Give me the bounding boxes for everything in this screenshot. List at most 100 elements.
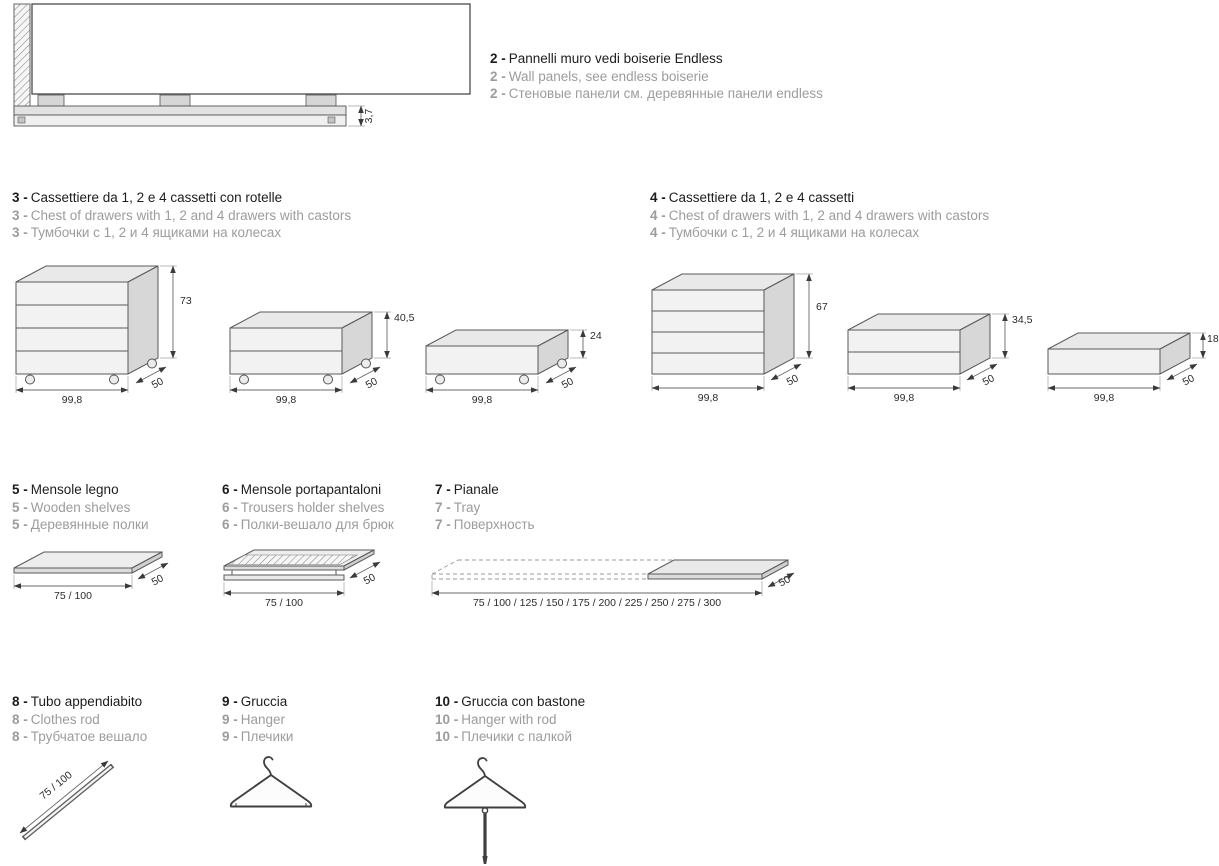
item3-text-en: Chest of drawers with 1, 2 and 4 drawers…	[30, 207, 352, 223]
item4-number-en: 4 -	[650, 207, 666, 223]
item3-caption-en: 3 -Chest of drawers with 1, 2 and 4 draw…	[12, 207, 351, 225]
item6-caption-ru: 6 -Полки-вешало для брюк	[222, 516, 394, 534]
item2-text-it: Pannelli muro vedi boiserie Endless	[508, 51, 723, 66]
item9-caption-ru: 9 -Плечики	[222, 728, 293, 746]
depth-dim-label: 50	[1181, 372, 1197, 388]
item5-number-ru: 5 -	[12, 517, 28, 533]
item7-number-en: 7 -	[435, 499, 451, 515]
item10-caption-ru: 10 -Плечики с палкой	[435, 728, 585, 746]
castors	[239, 358, 371, 385]
item7-caption-ru: 7 -Поверхность	[435, 516, 535, 534]
base-rail	[13, 105, 347, 127]
item4-text-it: Cassettiere da 1, 2 e 4 cassetti	[668, 190, 855, 205]
item6-number-ru: 6 -	[222, 517, 238, 533]
item4-number-it: 4 -	[650, 190, 666, 205]
depth-dim-label: 50	[150, 375, 166, 391]
item3-caption-it: 3 -Cassettiere da 1, 2 e 4 cassetti con …	[12, 189, 351, 207]
height-dim-label: 73	[180, 295, 192, 307]
item5-caption-it: 5 -Mensole legno	[12, 481, 148, 499]
width-dim-label: 99,8	[276, 394, 297, 406]
item4-text-ru: Тумбочки с 1, 2 и 4 ящиками на колесах	[668, 225, 920, 241]
shelf-body	[13, 551, 163, 574]
width-dim-label: 99,8	[698, 392, 719, 404]
item2-caption-en: 2 -Wall panels, see endless boiserie	[490, 68, 823, 86]
depth-dim-label: 50	[364, 375, 380, 391]
dimensions	[13, 562, 169, 589]
item3-number-en: 3 -	[12, 207, 28, 223]
item3-text-ru: Тумбочки с 1, 2 и 4 ящиками на колесах	[30, 225, 282, 241]
item2-caption-ru: 2 -Стеновые панели см. деревянные панели…	[490, 85, 823, 103]
hanger-shape	[443, 757, 527, 814]
chest-1-drawer-castors-drawing: 99,8 50 24	[425, 329, 602, 406]
dimensions	[431, 572, 795, 596]
item2-caption: 2 -Pannelli muro vedi boiserie Endless 2…	[490, 50, 823, 103]
item5-caption: 5 -Mensole legno 5 -Wooden shelves 5 -Де…	[12, 481, 148, 534]
chest-4-drawers-drawing: 99,8 50 67	[651, 273, 828, 404]
item8-text-ru: Трубчатое вешало	[30, 729, 148, 745]
width-dim-label: 99,8	[62, 394, 83, 406]
hanger-with-rod-drawing	[443, 757, 527, 864]
item5-caption-en: 5 -Wooden shelves	[12, 499, 148, 517]
dimensions	[15, 265, 177, 393]
dimensions	[1047, 332, 1206, 391]
width-dim-label: 99,8	[894, 392, 915, 404]
item7-number-it: 7 -	[435, 482, 451, 497]
depth-dim-label: 50	[560, 375, 576, 391]
item6-number-en: 6 -	[222, 499, 238, 515]
item2-text-ru: Стеновые панели см. деревянные панели en…	[508, 86, 823, 102]
dimensions	[847, 313, 1009, 391]
item9-number-en: 9 -	[222, 711, 238, 727]
item9-caption-it: 9 -Gruccia	[222, 693, 293, 711]
item10-caption-en: 10 -Hanger with rod	[435, 711, 585, 729]
chest-body	[425, 329, 569, 375]
item3-number-it: 3 -	[12, 190, 28, 205]
rod-tip	[482, 856, 488, 864]
wall-panel	[31, 3, 471, 95]
item6-caption-en: 6 -Trousers holder shelves	[222, 499, 394, 517]
chest-body	[847, 313, 991, 375]
item2-text-en: Wall panels, see endless boiserie	[508, 68, 709, 84]
item5-text-en: Wooden shelves	[30, 499, 131, 515]
item9-caption-en: 9 -Hanger	[222, 711, 293, 729]
item4-caption: 4 -Cassettiere da 1, 2 e 4 cassetti 4 -C…	[650, 189, 989, 242]
dimensions	[223, 561, 381, 596]
item10-text-it: Gruccia con bastone	[461, 694, 586, 709]
panel-feet	[37, 94, 337, 107]
item8-text-it: Tubo appendiabito	[30, 694, 143, 709]
item5-text-ru: Деревянные полки	[30, 517, 149, 533]
item10-number-en: 10 -	[435, 711, 459, 727]
chest-body	[15, 265, 159, 375]
item9-text-ru: Плечики	[240, 729, 294, 745]
hanger-hook	[477, 757, 488, 778]
hanger-drawing	[229, 756, 313, 808]
item3-text-it: Cassettiere da 1, 2 e 4 cassetti con rot…	[30, 190, 283, 205]
depth-dim-label: 50	[777, 573, 793, 589]
item7-caption: 7 -Pianale 7 -Tray 7 -Поверхность	[435, 481, 535, 534]
height-dim-label: 18	[1207, 333, 1219, 345]
hanger-shape	[229, 756, 313, 808]
item3-caption-ru: 3 -Тумбочки с 1, 2 и 4 ящиками на колеса…	[12, 224, 351, 242]
tray-drawing: 75 / 100 / 125 / 150 / 175 / 200 / 225 /…	[431, 559, 795, 609]
item10-number-it: 10 -	[435, 694, 459, 709]
item4-caption-en: 4 -Chest of drawers with 1, 2 and 4 draw…	[650, 207, 989, 225]
item9-number-it: 9 -	[222, 694, 238, 709]
variable-length-dashed	[431, 559, 674, 580]
item8-text-en: Clothes rod	[30, 711, 100, 727]
rod-ring	[481, 807, 489, 814]
item8-caption-en: 8 -Clothes rod	[12, 711, 147, 729]
item6-number-it: 6 -	[222, 482, 238, 497]
item8-number-it: 8 -	[12, 694, 28, 709]
item4-text-en: Chest of drawers with 1, 2 and 4 drawers…	[668, 207, 990, 223]
height-dim-label: 67	[816, 301, 828, 313]
height-dim-label: 34,5	[1012, 314, 1033, 326]
width-dim-label: 75 / 100 / 125 / 150 / 175 / 200 / 225 /…	[473, 597, 721, 609]
rail-thickness-label: 3,7	[363, 109, 375, 124]
item7-caption-it: 7 -Pianale	[435, 481, 535, 499]
hanger-hook	[263, 756, 274, 777]
item8-caption-ru: 8 -Трубчатое вешало	[12, 728, 147, 746]
item8-caption: 8 -Tubo appendiabito 8 -Clothes rod 8 -Т…	[12, 693, 147, 746]
chest-body	[229, 311, 373, 375]
item5-number-it: 5 -	[12, 482, 28, 497]
item6-text-en: Trousers holder shelves	[240, 499, 385, 515]
item5-caption-ru: 5 -Деревянные полки	[12, 516, 148, 534]
